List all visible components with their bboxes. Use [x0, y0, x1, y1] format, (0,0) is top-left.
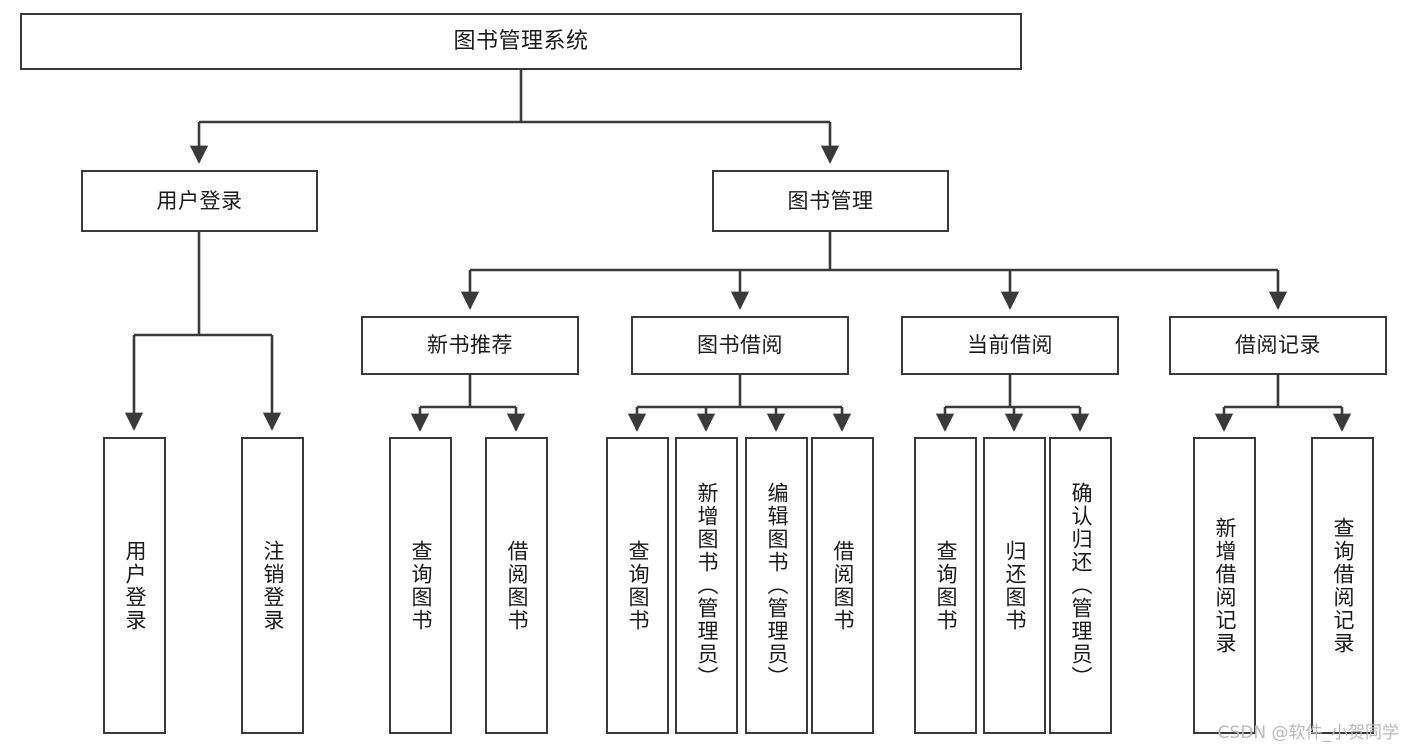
node-label: 用户登录: [156, 188, 243, 213]
node-label: 注销登录: [261, 539, 285, 632]
node-label: 图书管理系统: [453, 28, 589, 54]
node-user-login[interactable]: 用户登录: [81, 170, 318, 232]
node-leaf-query-book-1[interactable]: 查询图书: [389, 437, 452, 734]
node-label: 新增借阅记录: [1213, 516, 1237, 655]
node-leaf-confirm-return[interactable]: 确认归还（管理员）: [1049, 437, 1112, 734]
node-label: 用户登录: [123, 539, 147, 632]
node-label: 新增图书（管理员）: [695, 482, 719, 689]
node-label: 查询图书: [626, 539, 650, 632]
node-label: 查询借阅记录: [1331, 516, 1355, 655]
node-leaf-logout-login[interactable]: 注销登录: [241, 437, 304, 734]
node-leaf-edit-book[interactable]: 编辑图书（管理员）: [745, 437, 808, 734]
node-leaf-user-login[interactable]: 用户登录: [103, 437, 166, 734]
node-label: 编辑图书（管理员）: [765, 482, 789, 689]
node-label: 图书借阅: [697, 333, 783, 358]
node-leaf-query-book-3[interactable]: 查询图书: [914, 437, 977, 734]
node-label: 确认归还（管理员）: [1069, 482, 1093, 689]
node-borrow-record[interactable]: 借阅记录: [1169, 316, 1387, 375]
node-root-system[interactable]: 图书管理系统: [20, 13, 1022, 70]
node-leaf-query-book-2[interactable]: 查询图书: [606, 437, 669, 734]
node-label: 借阅图书: [505, 539, 529, 632]
node-leaf-add-book[interactable]: 新增图书（管理员）: [675, 437, 738, 734]
node-label: 借阅记录: [1235, 333, 1321, 358]
node-book-borrow[interactable]: 图书借阅: [631, 316, 849, 375]
node-label: 借阅图书: [831, 539, 855, 632]
node-label: 查询图书: [934, 539, 958, 632]
node-new-book-recommend[interactable]: 新书推荐: [361, 316, 579, 375]
node-label: 当前借阅: [967, 333, 1053, 358]
node-label: 查询图书: [409, 539, 433, 632]
node-leaf-borrow-book-1[interactable]: 借阅图书: [485, 437, 548, 734]
node-leaf-query-borrow-record[interactable]: 查询借阅记录: [1311, 437, 1374, 734]
node-label: 归还图书: [1003, 539, 1027, 632]
node-book-management[interactable]: 图书管理: [712, 170, 949, 232]
node-label: 图书管理: [787, 188, 874, 213]
node-label: 新书推荐: [427, 333, 513, 358]
node-leaf-borrow-book-2[interactable]: 借阅图书: [811, 437, 874, 734]
node-leaf-return-book[interactable]: 归还图书: [983, 437, 1046, 734]
node-current-borrow[interactable]: 当前借阅: [901, 316, 1119, 375]
node-leaf-add-borrow-record[interactable]: 新增借阅记录: [1193, 437, 1256, 734]
watermark: CSDN @软件_小贺同学: [1217, 723, 1399, 743]
